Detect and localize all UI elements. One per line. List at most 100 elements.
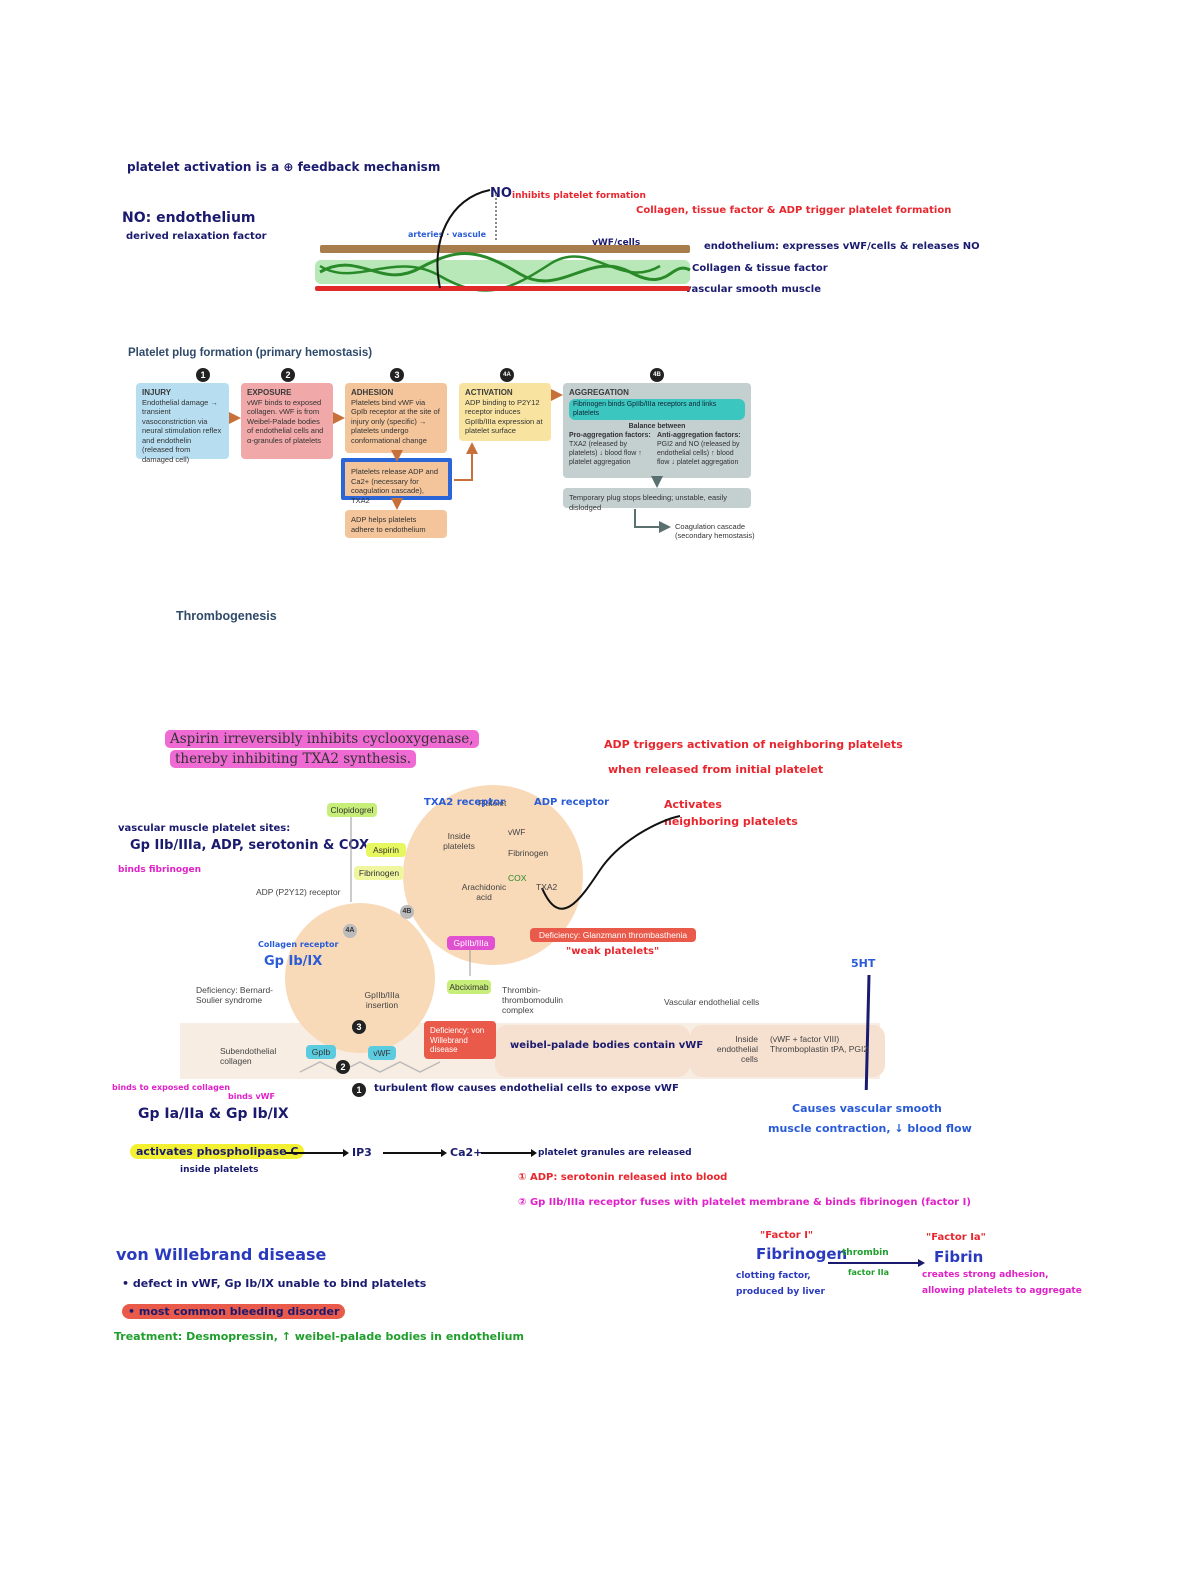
activation-body: ADP binding to P2Y12 receptor induces Gp…: [465, 397, 543, 436]
gp-change-note: ② Gp IIb/IIIa receptor fuses with platel…: [518, 1197, 971, 1208]
aspirin-note-2: thereby inhibiting TXA2 synthesis.: [170, 750, 417, 768]
binds-vwf-note: binds vWF: [228, 1092, 275, 1101]
tag-4a: 4A: [343, 924, 357, 938]
thrombogenesis-diagram: [180, 785, 885, 1090]
figure-arrows: [229, 389, 671, 533]
balance-label: Balance between: [628, 422, 686, 430]
arrowhead-ip3: [343, 1149, 349, 1157]
gpib-pill: GpIb: [306, 1045, 336, 1059]
vwf-pill: vWF: [368, 1046, 396, 1060]
adhesion-head: ADHESION: [351, 388, 394, 397]
platelet-circle: [403, 785, 583, 965]
inside-endothelial-label: Inside endothelial cells: [716, 1034, 758, 1064]
vwd-deficiency-box: Deficiency: von Willebrand disease: [424, 1021, 496, 1059]
tag-2: 2: [336, 1060, 350, 1074]
fibrin-label: Fibrin: [934, 1248, 984, 1266]
activates-note-2: neighboring platelets: [664, 815, 798, 828]
injury-body: Endothelial damage → transient vasoconst…: [142, 397, 222, 464]
exposure-head: EXPOSURE: [247, 388, 292, 397]
collagen-fibers: [319, 252, 691, 283]
collagen-receptor-note: Collagen receptor: [258, 940, 339, 949]
adp-trigger-note-2: when released from initial platelet: [608, 763, 824, 776]
receptors-note: vascular muscle platelet sites:: [118, 823, 291, 834]
zigzag-collagen: [299, 1061, 441, 1073]
fibrinogen-to-fibrin-head: [918, 1259, 925, 1267]
tag-4b: 4B: [400, 905, 414, 919]
cox-label: COX: [508, 873, 527, 883]
vascular-cells-label: Vascular endothelial cells: [664, 997, 760, 1007]
no-title: NO: endothelium: [122, 210, 256, 226]
granules-note: platelet granules are released: [538, 1148, 692, 1158]
anti-body: PGI2 and NO (released by endothelial cel…: [657, 441, 740, 466]
fibrin-note-1: creates strong adhesion,: [922, 1270, 1049, 1280]
endothelial-items: (vWF + factor VIII) Thromboplastin tPA, …: [770, 1034, 869, 1054]
no-label: NO: [490, 186, 512, 201]
inside-platelets-note: inside platelets: [180, 1165, 259, 1175]
txa2-receptor-note: TXA2 receptor: [424, 797, 505, 808]
vascular-note-2: muscle contraction, ↓ blood flow: [768, 1122, 972, 1135]
step-number-4a: 4A: [500, 368, 514, 382]
binds-collagen-note: binds to exposed collagen: [112, 1083, 231, 1092]
gp1b9-note: Gp Ib/IX: [264, 954, 323, 969]
arachidonic-acid-label: Arachidonic acid: [461, 882, 507, 902]
ht-arrow: [864, 974, 871, 1090]
tag-1: 1: [352, 1083, 366, 1097]
figure-title: Platelet plug formation (primary hemosta…: [128, 347, 373, 359]
exposure-box: EXPOSURE vWF binds to exposed collagen. …: [241, 383, 333, 459]
weibel-note: weibel-palade bodies contain vWF: [510, 1040, 704, 1051]
abciximab-pill: Abciximab: [447, 980, 491, 994]
inside-platelets-label: Inside platelets: [443, 831, 475, 851]
plc-note: activates phospholipase C: [130, 1144, 305, 1159]
activates-note: Activates: [664, 798, 722, 811]
txa2-activation-arrow: [541, 815, 681, 910]
fibrinogen-to-fibrin-arrow: [828, 1259, 925, 1267]
feedback-note: platelet activation is a ⊕ feedback mech…: [127, 160, 441, 174]
collagen-trigger-note: Collagen, tissue factor & ADP trigger pl…: [636, 205, 952, 216]
aggregation-box: AGGREGATION Fibrinogen binds GpIIb/IIIa …: [563, 383, 751, 478]
pro-aggregation: Pro-aggregation factors: TXA2 (released …: [569, 431, 657, 467]
no-subtitle: derived relaxation factor: [126, 231, 267, 242]
gp2b3a-pill: GpIIb/IIIa: [447, 936, 495, 950]
layer-muscle-note: vascular smooth muscle: [685, 284, 821, 295]
platelet-label: Platelet: [478, 798, 507, 808]
adp-p2y12-label: ADP (P2Y12) receptor: [256, 887, 341, 897]
no-diffusion-arrow: [436, 189, 491, 289]
factor-1a-label: "Factor Ia": [926, 1232, 986, 1243]
weibel-box: [495, 1025, 690, 1077]
step1-note: turbulent flow causes endothelial cells …: [374, 1083, 679, 1094]
anti-aggregation: Anti-aggregation factors: PGI2 and NO (r…: [657, 431, 745, 467]
subendothelial-label: Subendothelial collagen: [220, 1046, 277, 1066]
thrombogenesis-title: Thrombogenesis: [176, 609, 277, 623]
fibrinogen-label: Fibrinogen: [756, 1245, 848, 1263]
clotting-note-2: produced by liver: [736, 1287, 825, 1297]
fibrin-note-2: allowing platelets to aggregate: [922, 1286, 1082, 1296]
vwd-point-1: • defect in vWF, Gp Ib/IX unable to bind…: [122, 1277, 427, 1290]
adp-trigger-note: ADP triggers activation of neighboring p…: [604, 738, 903, 751]
step-number-2: 2: [281, 368, 295, 382]
bernard-soulier-label: Deficiency: Bernard-Soulier syndrome: [196, 985, 274, 1005]
platelet-circle-large: [285, 903, 435, 1053]
vwf-inside-label: vWF: [508, 827, 526, 837]
ca-note: Ca2+: [450, 1146, 483, 1159]
vwf-label: vWF/cells: [592, 238, 641, 248]
arrow-release-activation: [454, 442, 478, 481]
adp-receptor-note: ADP receptor: [534, 797, 610, 808]
layer-collagen-note: Collagen & tissue factor: [692, 263, 828, 274]
endothelial-box: [690, 1025, 885, 1077]
vessel-wall-sketch: [315, 189, 691, 292]
aspirin-note-1: Aspirin irreversibly inhibits cyclooxyge…: [165, 730, 479, 748]
thrombin-complex-label: Thrombin-thrombomodulin complex: [502, 985, 563, 1015]
txa2-label: TXA2: [536, 882, 558, 892]
factor-1-label: "Factor I": [760, 1230, 814, 1241]
aspirin-pill: Aspirin: [366, 843, 406, 857]
endothelium-layer: [320, 245, 690, 253]
treatment-note: Treatment: Desmopressin, ↑ weibel-palade…: [114, 1330, 524, 1343]
fibrinogen-pill: Fibrinogen: [354, 866, 404, 880]
adhesion-box: ADHESION Platelets bind vWF via GpIb rec…: [345, 383, 447, 453]
exposure-body: vWF binds to exposed collagen. vWF is fr…: [247, 397, 324, 445]
receptors-list: Gp IIb/IIIa, ADP, serotonin & COX: [130, 838, 369, 853]
step-number-3: 3: [390, 368, 404, 382]
no-inhibits-note: inhibits platelet formation: [512, 191, 646, 201]
pro-body: TXA2 (released by platelets) ↓ blood flo…: [569, 441, 642, 466]
arrow-plug-coag: [634, 509, 671, 533]
